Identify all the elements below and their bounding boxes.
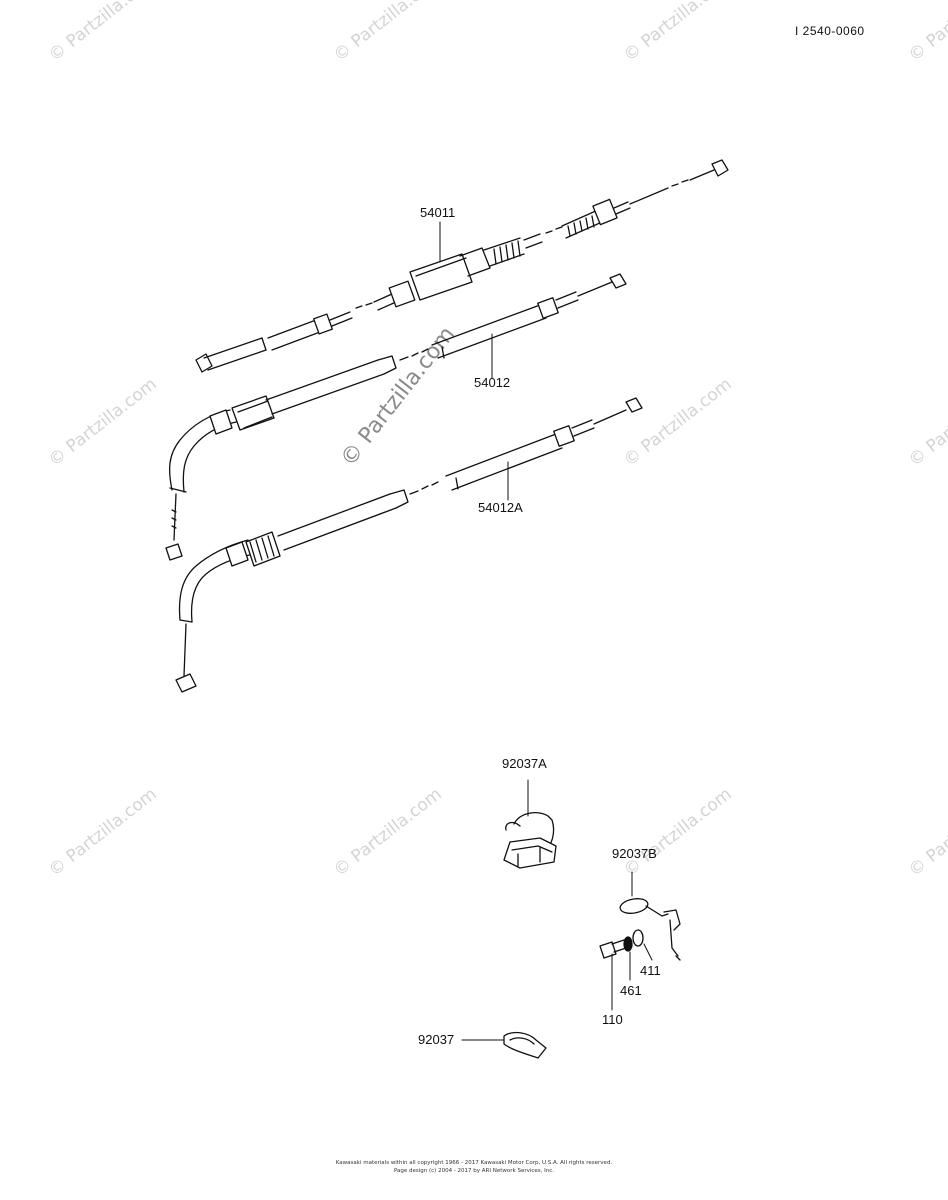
callout-54012[interactable]: 54012 bbox=[474, 375, 511, 390]
copyright-line: Kawasaki materials within all copyright … bbox=[335, 1160, 613, 1166]
callout-110[interactable]: 110 bbox=[602, 1012, 623, 1027]
callout-54011[interactable]: 54011 bbox=[420, 205, 456, 220]
callout-411[interactable]: 411 bbox=[640, 963, 661, 978]
callout-92037B[interactable]: 92037B bbox=[612, 846, 657, 861]
callout-92037[interactable]: 92037 bbox=[418, 1032, 455, 1047]
bolt-110[interactable] bbox=[599, 937, 633, 1011]
cable-54012A[interactable] bbox=[175, 397, 643, 693]
washer-461[interactable] bbox=[623, 936, 633, 981]
cable-54012[interactable] bbox=[165, 273, 627, 561]
clamp-92037[interactable] bbox=[461, 1031, 547, 1059]
callout-461[interactable]: 461 bbox=[620, 983, 642, 998]
callout-54012A[interactable]: 54012A bbox=[478, 500, 523, 515]
page-design-line: Page design (c) 2004 - 2017 by ARI Netwo… bbox=[393, 1168, 555, 1174]
diagram-code: I 2540-0060 bbox=[795, 24, 865, 38]
clamp-92037A[interactable] bbox=[503, 779, 557, 869]
cable-54011[interactable] bbox=[195, 159, 729, 373]
clamp-92037B[interactable] bbox=[619, 871, 681, 961]
washer-411[interactable] bbox=[632, 929, 653, 961]
callout-92037A[interactable]: 92037A bbox=[502, 756, 547, 771]
